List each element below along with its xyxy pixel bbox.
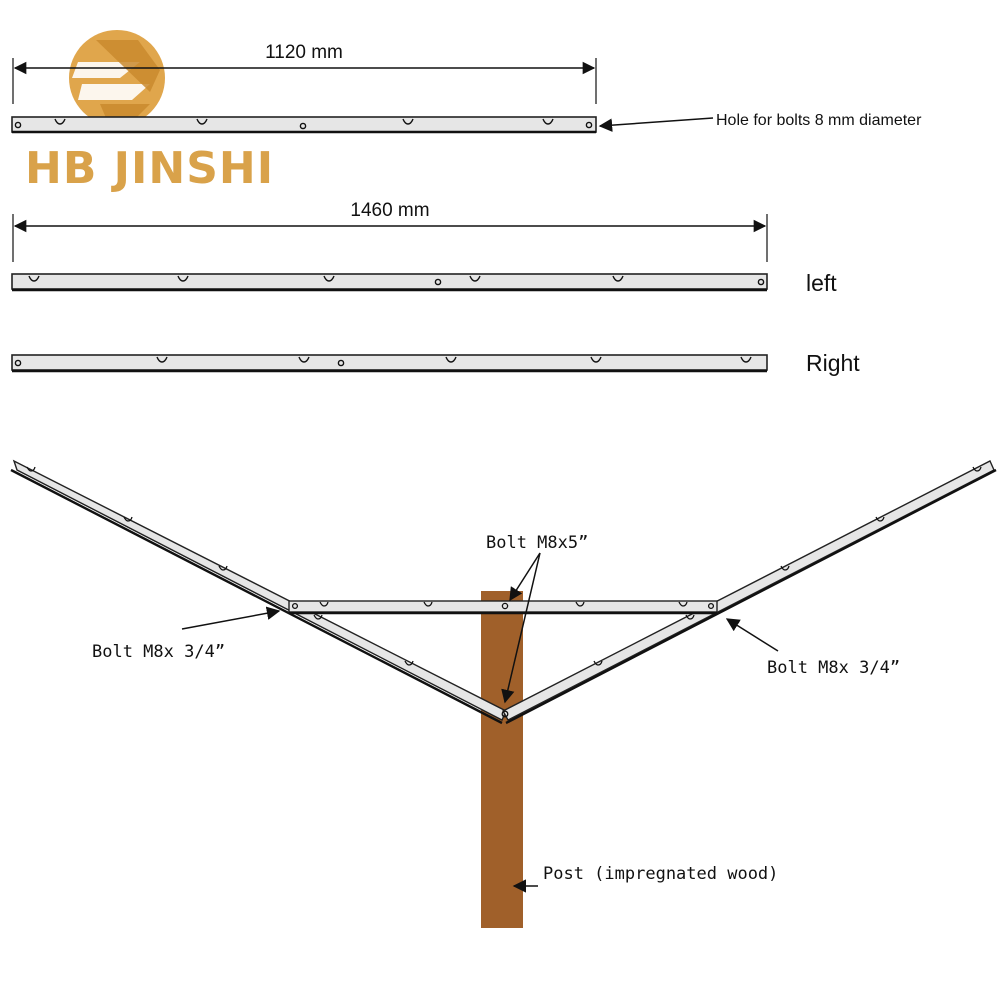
bar-right-holes xyxy=(14,356,752,367)
arm-right xyxy=(502,460,997,725)
bar-left-holes xyxy=(28,275,765,286)
label-bolt-center: Bolt M8x5” xyxy=(486,533,588,553)
callout-bolt-center: Bolt M8x5” xyxy=(486,533,588,704)
label-bolt-right: Bolt M8x 3/4” xyxy=(767,658,900,678)
assembly-holes xyxy=(26,466,982,718)
bar-left-label: left xyxy=(806,270,837,296)
wooden-post xyxy=(481,591,523,928)
callout-post: Post (impregnated wood) xyxy=(512,864,778,893)
bar-top-holes xyxy=(14,118,593,130)
assembly: Bolt M8x5” Bolt M8x 3/4” Bolt M8x 3/4” P… xyxy=(10,459,997,928)
dimension-label-long: 1460 mm xyxy=(350,200,429,221)
hole-callout: Hole for bolts 8 mm diameter xyxy=(598,112,922,132)
bar-left xyxy=(11,273,768,292)
hole-note: Hole for bolts 8 mm diameter xyxy=(716,112,922,129)
dimension-top: 1120 mm xyxy=(12,42,597,104)
arm-left xyxy=(10,459,507,725)
bar-right xyxy=(11,354,768,373)
dimension-label-top: 1120 mm xyxy=(265,42,343,63)
bar-top xyxy=(11,116,597,134)
bar-right-label: Right xyxy=(806,350,860,376)
logo-emblem-icon xyxy=(69,30,165,126)
label-bolt-left: Bolt M8x 3/4” xyxy=(92,642,225,662)
dimension-long: 1460 mm xyxy=(12,200,768,262)
brand-name: HB JINSHI xyxy=(25,143,274,194)
callout-bolt-left: Bolt M8x 3/4” xyxy=(92,606,281,662)
callout-bolt-right: Bolt M8x 3/4” xyxy=(725,618,900,678)
label-post: Post (impregnated wood) xyxy=(543,864,778,884)
brand-logo: HB JINSHI xyxy=(25,30,274,194)
